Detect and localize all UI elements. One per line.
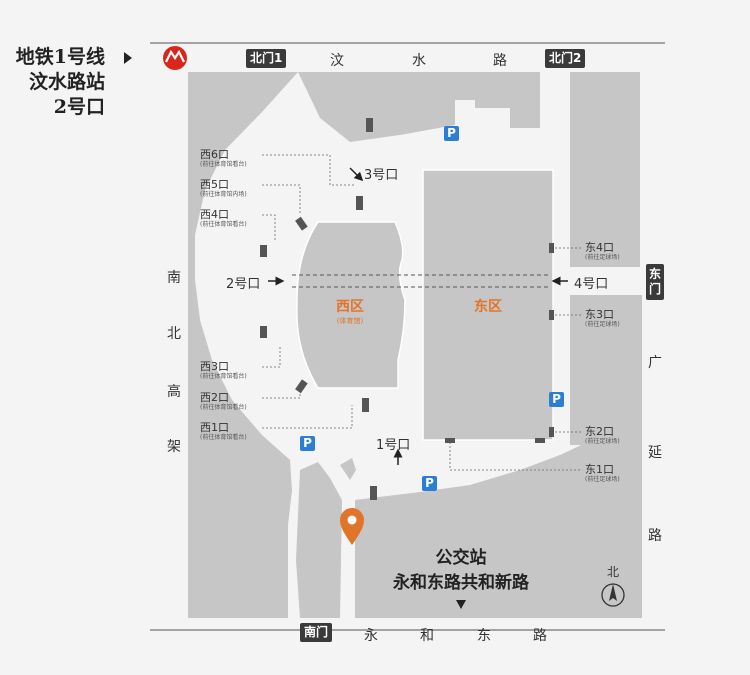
parking-icon: P (549, 392, 564, 407)
exit-east-2: 东2口 (前往足球场) (585, 425, 620, 446)
gate-east: 东门 (646, 264, 664, 300)
zone-east: 东区 (474, 299, 502, 315)
entrance-markers (260, 118, 554, 500)
road-bottom-char: 路 (533, 628, 547, 644)
exit-west-4: 西4口 (前往体育馆看台) (200, 208, 247, 229)
metro-arrow-icon (124, 52, 132, 64)
block-northwest (188, 72, 248, 112)
block-northeast (570, 72, 640, 267)
compass-icon (601, 583, 625, 607)
road-bottom-char: 和 (420, 628, 434, 644)
road-right-char: 延 (648, 445, 662, 461)
road-top-char: 汶 (330, 53, 344, 69)
gate-north-1: 北门1 (246, 49, 287, 68)
exit-east-4: 东4口 (前往足球场) (585, 241, 620, 262)
entrance-4-label: 4号口 (574, 277, 609, 292)
west-arena (296, 221, 406, 389)
road-top-char: 水 (412, 53, 426, 69)
road-left-char: 南 (167, 270, 181, 286)
exit-east-1: 东1口 (前往足球场) (585, 463, 620, 484)
bus-stop-title: 公交站 (435, 548, 487, 568)
road-bottom-char: 永 (364, 628, 378, 644)
bus-stop-name: 永和东路共和新路 (393, 573, 529, 593)
exit-west-2: 西2口 (前往体育馆看台) (200, 391, 247, 412)
block-island (340, 458, 356, 480)
road-left-char: 北 (167, 326, 181, 342)
road-bottom-char: 东 (477, 628, 491, 644)
exit-west-1: 西1口 (前往体育馆看台) (200, 421, 247, 442)
compass-label: 北 (607, 565, 620, 579)
parking-icon: P (444, 126, 459, 141)
exit-west-3: 西3口 (前往体育馆看台) (200, 360, 247, 381)
block-north (298, 72, 540, 142)
road-top-char: 路 (493, 53, 507, 69)
metro-line-label: 地铁1号线 (15, 46, 105, 68)
bus-arrow-icon (456, 600, 466, 609)
exit-west-6: 西6口 (前往体育馆看台) (200, 148, 247, 169)
entrance-3-label: 3号口 (364, 168, 399, 183)
entrance-2-label: 2号口 (226, 277, 261, 292)
road-right-char: 路 (648, 528, 662, 544)
exit-west-5: 西5口 (前往体育馆内场) (200, 178, 247, 199)
parking-icon: P (422, 476, 437, 491)
location-pin-icon (340, 508, 364, 545)
gate-south: 南门 (300, 623, 333, 642)
zone-west: 西区 (体育馆) (336, 299, 364, 325)
east-stadium (422, 169, 554, 441)
road-east (665, 72, 680, 617)
exit-east-3: 东3口 (前往足球场) (585, 308, 620, 329)
entrance-1-label: 1号口 (376, 438, 411, 453)
parking-icon: P (300, 436, 315, 451)
road-left-char: 架 (167, 439, 181, 455)
block-south (355, 440, 642, 618)
block-southwest (296, 462, 342, 618)
metro-station-label: 汶水路站 (28, 71, 105, 93)
road-left-char: 高 (167, 384, 181, 400)
road-right-char: 广 (648, 355, 662, 371)
metro-logo-icon (163, 46, 187, 70)
metro-exit-label: 2号口 (53, 96, 105, 118)
block-west (188, 72, 298, 618)
gate-north-2: 北门2 (545, 49, 586, 68)
block-east (570, 295, 642, 445)
